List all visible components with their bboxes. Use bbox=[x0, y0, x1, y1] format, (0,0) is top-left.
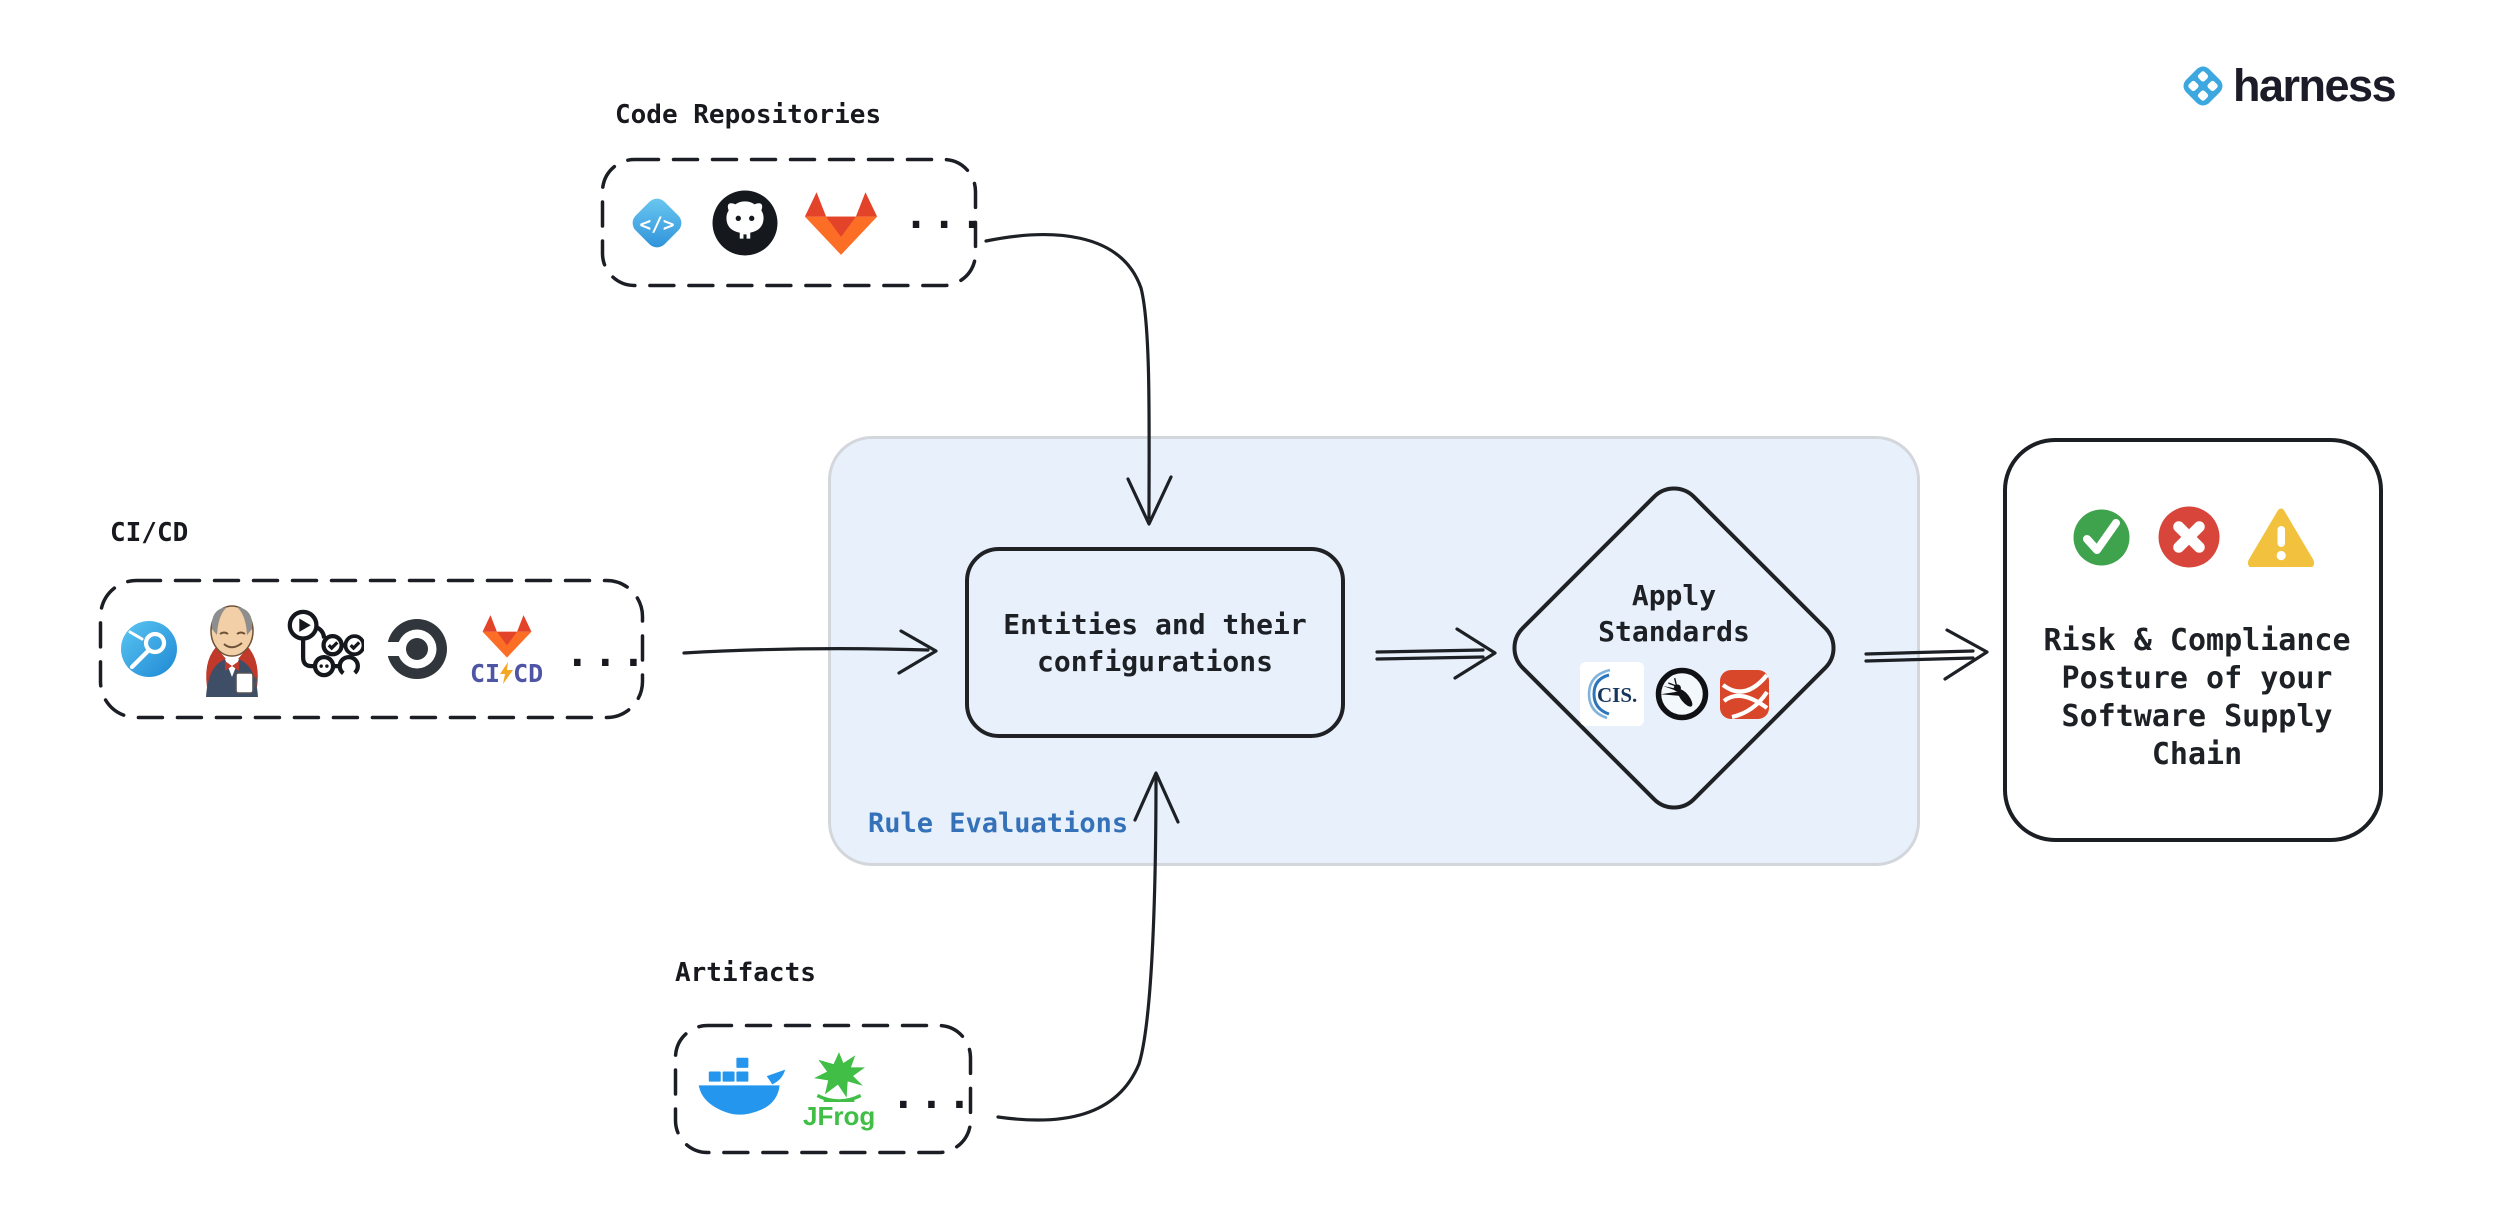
code-repositories-label: Code Repositories bbox=[615, 100, 882, 130]
cicd-label: CI/CD bbox=[110, 518, 189, 548]
cis-benchmark-icon: CIS. bbox=[1579, 662, 1644, 726]
code-glyph: </> bbox=[640, 212, 675, 235]
entities-box-label: Entities and their configurations bbox=[1003, 607, 1307, 678]
lightning-icon bbox=[500, 662, 514, 684]
harness-wordmark: harness bbox=[2233, 60, 2397, 111]
standards-icons: CIS. bbox=[1524, 662, 1824, 726]
rule-evaluations-label: Rule Evaluations bbox=[868, 808, 1129, 839]
gitlab-ci-text: CI bbox=[470, 658, 501, 688]
gitlab-cicd-icon: CI CD bbox=[470, 613, 543, 686]
risk-compliance-box: Risk & Compliance Posture of your Softwa… bbox=[2003, 438, 2383, 842]
gitlab-cd-text: CD bbox=[513, 658, 544, 688]
code-repositories-box: </> ... bbox=[600, 157, 984, 288]
cicd-box: CI CD ... bbox=[98, 578, 645, 720]
entities-box: Entities and their configurations bbox=[965, 547, 1345, 738]
harness-code-icon: </> bbox=[632, 198, 682, 247]
apply-standards-label: Apply Standards bbox=[1598, 579, 1750, 648]
owasp-icon bbox=[1655, 667, 1708, 721]
status-icons bbox=[2007, 506, 2379, 568]
harness-logo-icon bbox=[2183, 66, 2223, 106]
dashed-border bbox=[600, 157, 978, 288]
risk-compliance-text: Risk & Compliance Posture of your Softwa… bbox=[2043, 623, 2351, 772]
harness-ci-icon bbox=[121, 621, 177, 677]
harness-logo: harness bbox=[2180, 60, 2397, 112]
github-actions-icon bbox=[287, 609, 364, 678]
warning-triangle-icon bbox=[2247, 508, 2314, 567]
docker-icon bbox=[698, 1057, 786, 1115]
jfrog-icon: JFrog bbox=[803, 1050, 875, 1129]
cis-text: CIS. bbox=[1597, 683, 1637, 707]
dashed-border bbox=[98, 578, 645, 720]
jfrog-splash-icon bbox=[814, 1051, 866, 1102]
artifacts-box: JFrog ... bbox=[673, 1023, 973, 1155]
x-circle-icon bbox=[2158, 506, 2219, 568]
artifacts-label: Artifacts bbox=[675, 958, 816, 988]
gitlab-fox-icon bbox=[482, 614, 532, 658]
jfrog-text: JFrog bbox=[803, 1100, 876, 1131]
jenkins-icon bbox=[206, 605, 258, 697]
dashed-border bbox=[673, 1023, 973, 1155]
gitlab-icon bbox=[804, 191, 878, 255]
check-circle-icon bbox=[2073, 509, 2129, 565]
red-ribbon-standard-icon bbox=[1719, 669, 1769, 719]
github-icon bbox=[712, 190, 778, 255]
circleci-icon bbox=[386, 619, 447, 679]
arrowhead bbox=[1943, 628, 1989, 681]
